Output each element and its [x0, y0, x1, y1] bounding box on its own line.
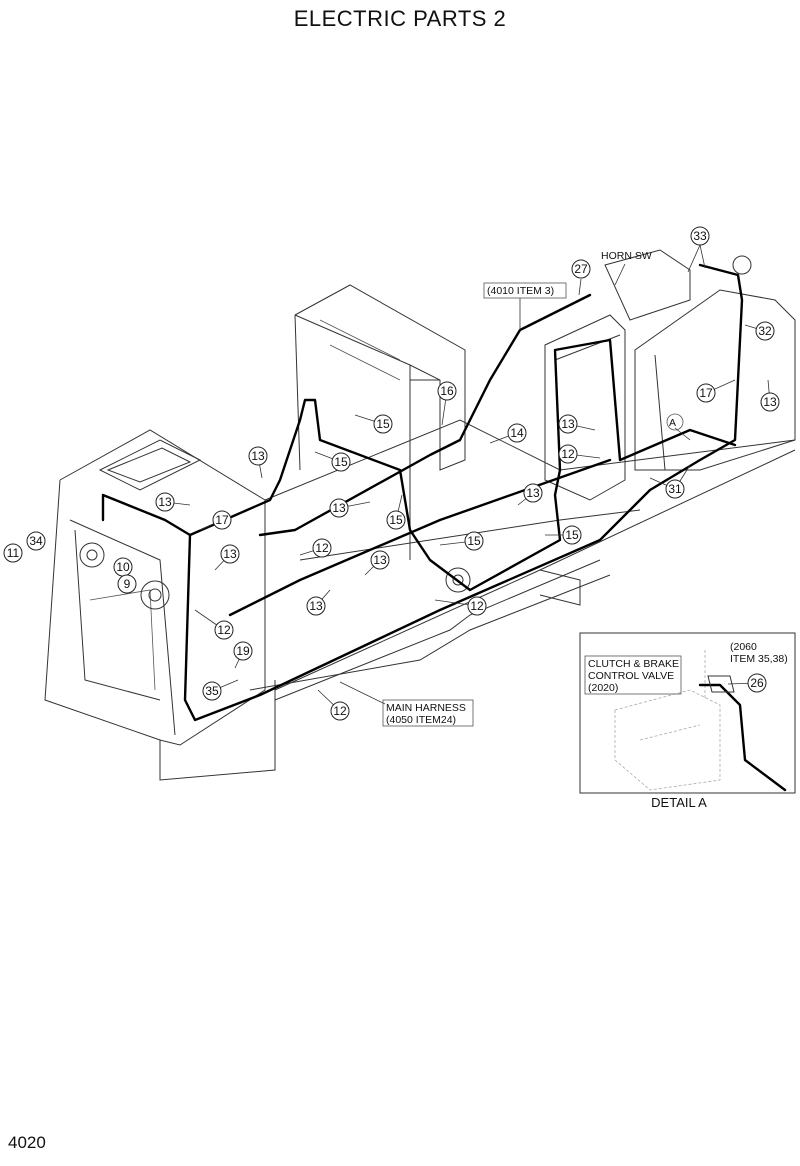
callout-balloon: 12 — [214, 620, 234, 640]
svg-text:12: 12 — [217, 623, 231, 637]
detail-ref-line1: (2060 — [730, 641, 757, 653]
callout-balloon: 12 — [330, 701, 350, 721]
callout-balloon: 31 — [665, 479, 685, 499]
callout-balloon: 15 — [386, 510, 406, 530]
callout-balloon: 13 — [306, 596, 326, 616]
callout-balloon: 15 — [562, 525, 582, 545]
callout-balloon: 13 — [760, 392, 780, 412]
text-notes: HORN SW (4010 ITEM 3) A MAIN HARNESS (40… — [382, 250, 788, 810]
svg-text:13: 13 — [763, 395, 777, 409]
svg-text:13: 13 — [309, 599, 323, 613]
clutch-label-1: CLUTCH & BRAKE — [588, 658, 679, 670]
callout-balloon: 13 — [155, 492, 175, 512]
callout-balloon: 15 — [464, 531, 484, 551]
svg-text:13: 13 — [332, 501, 346, 515]
svg-text:35: 35 — [205, 684, 219, 698]
callout-balloon: 10 — [113, 557, 133, 577]
svg-text:13: 13 — [373, 553, 387, 567]
svg-text:12: 12 — [315, 541, 329, 555]
callout-balloon: 13 — [370, 550, 390, 570]
callout-balloon: 13 — [523, 483, 543, 503]
callout-balloon: 15 — [373, 414, 393, 434]
callout-balloon: 32 — [755, 321, 775, 341]
callout-balloon: 12 — [312, 538, 332, 558]
svg-text:26: 26 — [750, 676, 764, 690]
callout-balloon: 26 — [747, 673, 767, 693]
part-callouts: 33 27 32 16 17 13 15 14 13 12 13 15 31 1… — [3, 226, 780, 721]
svg-text:15: 15 — [467, 534, 481, 548]
svg-text:34: 34 — [29, 534, 43, 548]
page-number: 4020 — [8, 1133, 46, 1152]
svg-text:32: 32 — [758, 324, 772, 338]
svg-text:12: 12 — [470, 599, 484, 613]
svg-text:12: 12 — [333, 704, 347, 718]
leader-lines — [164, 244, 771, 712]
main-harness — [101, 263, 744, 722]
svg-text:13: 13 — [223, 547, 237, 561]
callout-balloon: 19 — [233, 641, 253, 661]
svg-text:13: 13 — [251, 449, 265, 463]
callout-balloon: 35 — [202, 681, 222, 701]
callout-balloon: 13 — [329, 498, 349, 518]
svg-text:17: 17 — [215, 513, 229, 527]
svg-text:15: 15 — [376, 417, 390, 431]
svg-text:31: 31 — [668, 482, 682, 496]
svg-text:17: 17 — [699, 386, 713, 400]
svg-text:13: 13 — [526, 486, 540, 500]
detail-a-box — [579, 632, 796, 794]
item-4010-label: (4010 ITEM 3) — [487, 285, 554, 297]
svg-text:12: 12 — [561, 447, 575, 461]
callout-balloon: 17 — [212, 510, 232, 530]
svg-text:13: 13 — [158, 495, 172, 509]
clutch-label-3: (2020) — [588, 682, 618, 694]
svg-text:15: 15 — [565, 528, 579, 542]
svg-text:13: 13 — [561, 417, 575, 431]
callout-balloon: 27 — [571, 259, 591, 279]
callout-balloon: 13 — [248, 446, 268, 466]
svg-text:10: 10 — [116, 560, 130, 574]
svg-text:19: 19 — [236, 644, 250, 658]
svg-text:27: 27 — [574, 262, 588, 276]
callout-balloon: 13 — [558, 414, 578, 434]
svg-text:9: 9 — [124, 577, 131, 591]
svg-text:15: 15 — [334, 455, 348, 469]
callout-balloon: 11 — [3, 543, 23, 563]
detail-a-title: DETAIL A — [651, 795, 707, 810]
detail-ref-line2: ITEM 35,38) — [730, 653, 788, 665]
callout-balloon: 33 — [690, 226, 710, 246]
callout-balloon: 12 — [467, 596, 487, 616]
view-a-marker: A — [669, 417, 676, 429]
callout-balloon: 14 — [507, 423, 527, 443]
svg-text:11: 11 — [7, 546, 20, 560]
callout-balloon: 13 — [220, 544, 240, 564]
svg-text:33: 33 — [693, 229, 707, 243]
svg-text:16: 16 — [440, 384, 454, 398]
main-harness-ref: (4050 ITEM24) — [386, 714, 456, 726]
frame-linework — [44, 249, 796, 781]
callout-balloon: 12 — [558, 444, 578, 464]
svg-text:14: 14 — [510, 426, 524, 440]
callout-balloon: 16 — [437, 381, 457, 401]
callout-balloon: 34 — [26, 531, 46, 551]
svg-text:15: 15 — [389, 513, 403, 527]
callout-balloon: 9 — [117, 574, 137, 594]
page-title: ELECTRIC PARTS 2 — [293, 6, 507, 31]
callout-balloon: 17 — [696, 383, 716, 403]
clutch-label-2: CONTROL VALVE — [588, 670, 674, 682]
main-harness-label: MAIN HARNESS — [386, 702, 466, 714]
horn-sw-label: HORN SW — [601, 250, 652, 262]
callout-balloon: 15 — [331, 452, 351, 472]
